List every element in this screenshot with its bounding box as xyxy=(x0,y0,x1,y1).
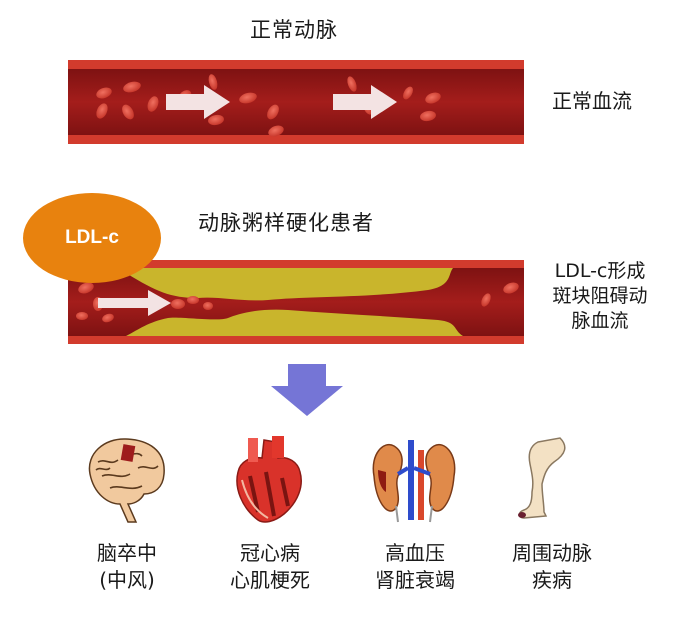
caption-line: 疾病 xyxy=(532,568,572,592)
lower-plaque xyxy=(126,309,463,336)
caption-line: (中风) xyxy=(99,568,155,592)
brain-icon xyxy=(88,438,165,523)
diseased-artery-illustration xyxy=(68,260,524,344)
upper-plaque xyxy=(118,268,453,301)
normal-artery-illustration xyxy=(68,60,524,144)
outcome-caption-kidney: 高血压 肾脏衰竭 xyxy=(355,540,475,594)
plaque-label-line: 脉血流 xyxy=(571,310,629,332)
caption-line: 高血压 xyxy=(385,541,445,565)
flow-arrow-icon xyxy=(333,85,397,119)
caption-line: 肾脏衰竭 xyxy=(375,568,455,592)
caption-line: 心肌梗死 xyxy=(230,568,310,592)
normal-artery-title: 正常动脉 xyxy=(250,18,338,42)
red-blood-cells xyxy=(76,282,519,323)
caption-line: 周围动脉 xyxy=(512,541,592,565)
atherosclerosis-title: 动脉粥样硬化患者 xyxy=(198,211,374,235)
outcome-caption-heart: 冠心病 心肌梗死 xyxy=(210,540,330,594)
caption-line: 冠心病 xyxy=(240,541,300,565)
caption-line: 脑卒中 xyxy=(97,541,157,565)
plaque-flow-label: LDL-c形成 斑块阻碍动 脉血流 xyxy=(540,259,660,334)
down-arrow-icon xyxy=(271,364,343,416)
kidney-icon xyxy=(372,440,456,523)
plaque-label-line: LDL-c形成 xyxy=(554,260,646,282)
flow-arrow-icon xyxy=(166,85,230,119)
flow-arrow-icon xyxy=(98,290,171,316)
ldl-c-badge: LDL-c xyxy=(23,193,161,283)
outcome-caption-peripheral: 周围动脉 疾病 xyxy=(492,540,612,594)
plaque-label-line: 斑块阻碍动 xyxy=(552,285,648,307)
blood-flow-arrows xyxy=(166,85,397,119)
vessel-lumen xyxy=(68,69,524,135)
ldl-c-label: LDL-c xyxy=(65,227,119,248)
normal-flow-label: 正常血流 xyxy=(552,89,632,113)
outcome-caption-stroke: 脑卒中 (中风) xyxy=(72,540,182,594)
leg-icon xyxy=(518,437,566,519)
heart-icon xyxy=(236,436,302,523)
